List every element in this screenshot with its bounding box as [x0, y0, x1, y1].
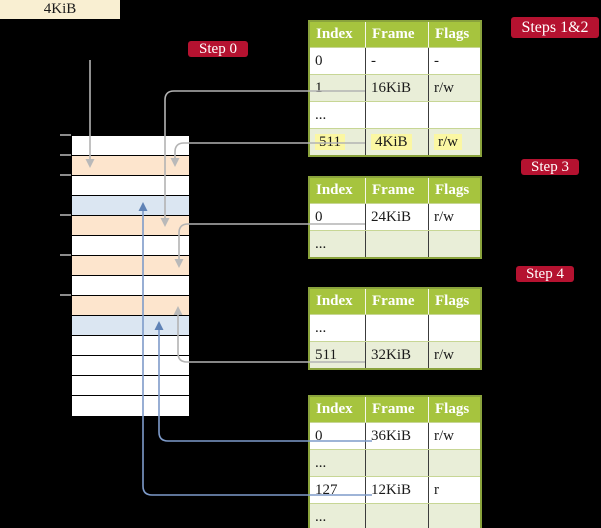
column-header-frame: Frame [366, 22, 429, 47]
table-row: ... [310, 230, 480, 257]
memory-row-10 [72, 316, 189, 336]
memory-tick [60, 154, 71, 156]
table-row: ... [310, 101, 480, 128]
table-cell [366, 450, 429, 476]
column-header-index: Index [310, 289, 366, 314]
table-cell: 16KiB [366, 75, 429, 101]
memory-row-7 [72, 256, 189, 276]
column-header-flags: Flags [435, 293, 470, 309]
table-cell: 511 [310, 129, 366, 155]
table-cell [429, 504, 480, 528]
table-cell [429, 315, 480, 341]
table-cell [366, 231, 429, 257]
table-cell: - [366, 48, 429, 74]
memory-row-13 [72, 376, 189, 396]
memory-tick [60, 174, 71, 176]
table-cell: ... [310, 315, 366, 341]
table-cell: r/w [434, 428, 454, 444]
column-header-frame: Frame [366, 397, 429, 422]
table-cell: 0 [310, 423, 366, 449]
steps-1-2-badge: Steps 1&2 [511, 17, 599, 38]
step-4-badge: Step 4 [516, 266, 574, 282]
table-cell: ... [310, 102, 366, 128]
table-cell: 0 [310, 48, 366, 74]
memory-tick [60, 214, 71, 216]
table-cell [429, 231, 480, 257]
table-cell: r/w [434, 347, 454, 363]
column-header-index: Index [310, 22, 366, 47]
page-size-label: 4KiB [43, 1, 77, 17]
column-header-flags: Flags [435, 26, 470, 42]
column-header-frame: Frame [366, 178, 429, 203]
page-size-box: 4KiB [0, 0, 120, 19]
table-cell: ... [310, 450, 366, 476]
table-cell [366, 315, 429, 341]
table-cell: ... [310, 504, 366, 528]
table-row: ... [310, 503, 480, 528]
memory-row-14 [72, 396, 189, 416]
column-header-index: Index [310, 178, 366, 203]
table-cell: r [434, 482, 439, 498]
memory-tick [60, 134, 71, 136]
column-header-flags: Flags [435, 401, 470, 417]
table-cell: 511 [310, 342, 366, 368]
table-cell [429, 450, 480, 476]
memory-row-12 [72, 356, 189, 376]
table-cell: 0 [310, 204, 366, 230]
table-cell [366, 102, 429, 128]
memory-tick [60, 294, 71, 296]
column-header-frame: Frame [366, 289, 429, 314]
memory-tick [60, 254, 71, 256]
step-3-badge: Step 3 [521, 159, 579, 175]
table-row: ... [310, 449, 480, 476]
table-cell: 4KiB [366, 129, 429, 155]
physical-memory-stack [71, 135, 190, 417]
memory-row-8 [72, 276, 189, 296]
table-cell: 32KiB [366, 342, 429, 368]
column-header-index: Index [310, 397, 366, 422]
table-cell: r/w [429, 129, 480, 155]
memory-row-5 [72, 216, 189, 236]
table-cell: 12KiB [366, 477, 429, 503]
table-cell: ... [310, 231, 366, 257]
table-cell: 1 [310, 75, 366, 101]
table-row: 0-- [310, 47, 480, 74]
memory-row-4 [72, 196, 189, 216]
table-cell: 24KiB [366, 204, 429, 230]
memory-row-2 [72, 156, 189, 176]
table-cell: 36KiB [366, 423, 429, 449]
table-cell: - [434, 53, 439, 69]
memory-row-9 [72, 296, 189, 316]
step-0-badge: Step 0 [188, 41, 248, 57]
table-cell: r/w [434, 209, 454, 225]
column-header-flags: Flags [435, 182, 470, 198]
memory-row-6 [72, 236, 189, 256]
table-cell: r/w [434, 80, 454, 96]
table-cell [429, 102, 480, 128]
memory-row-11 [72, 336, 189, 356]
table-cell: 127 [310, 477, 366, 503]
table-cell [366, 504, 429, 528]
memory-row-3 [72, 176, 189, 196]
memory-row-1 [72, 136, 189, 156]
table-row: ... [310, 314, 480, 341]
